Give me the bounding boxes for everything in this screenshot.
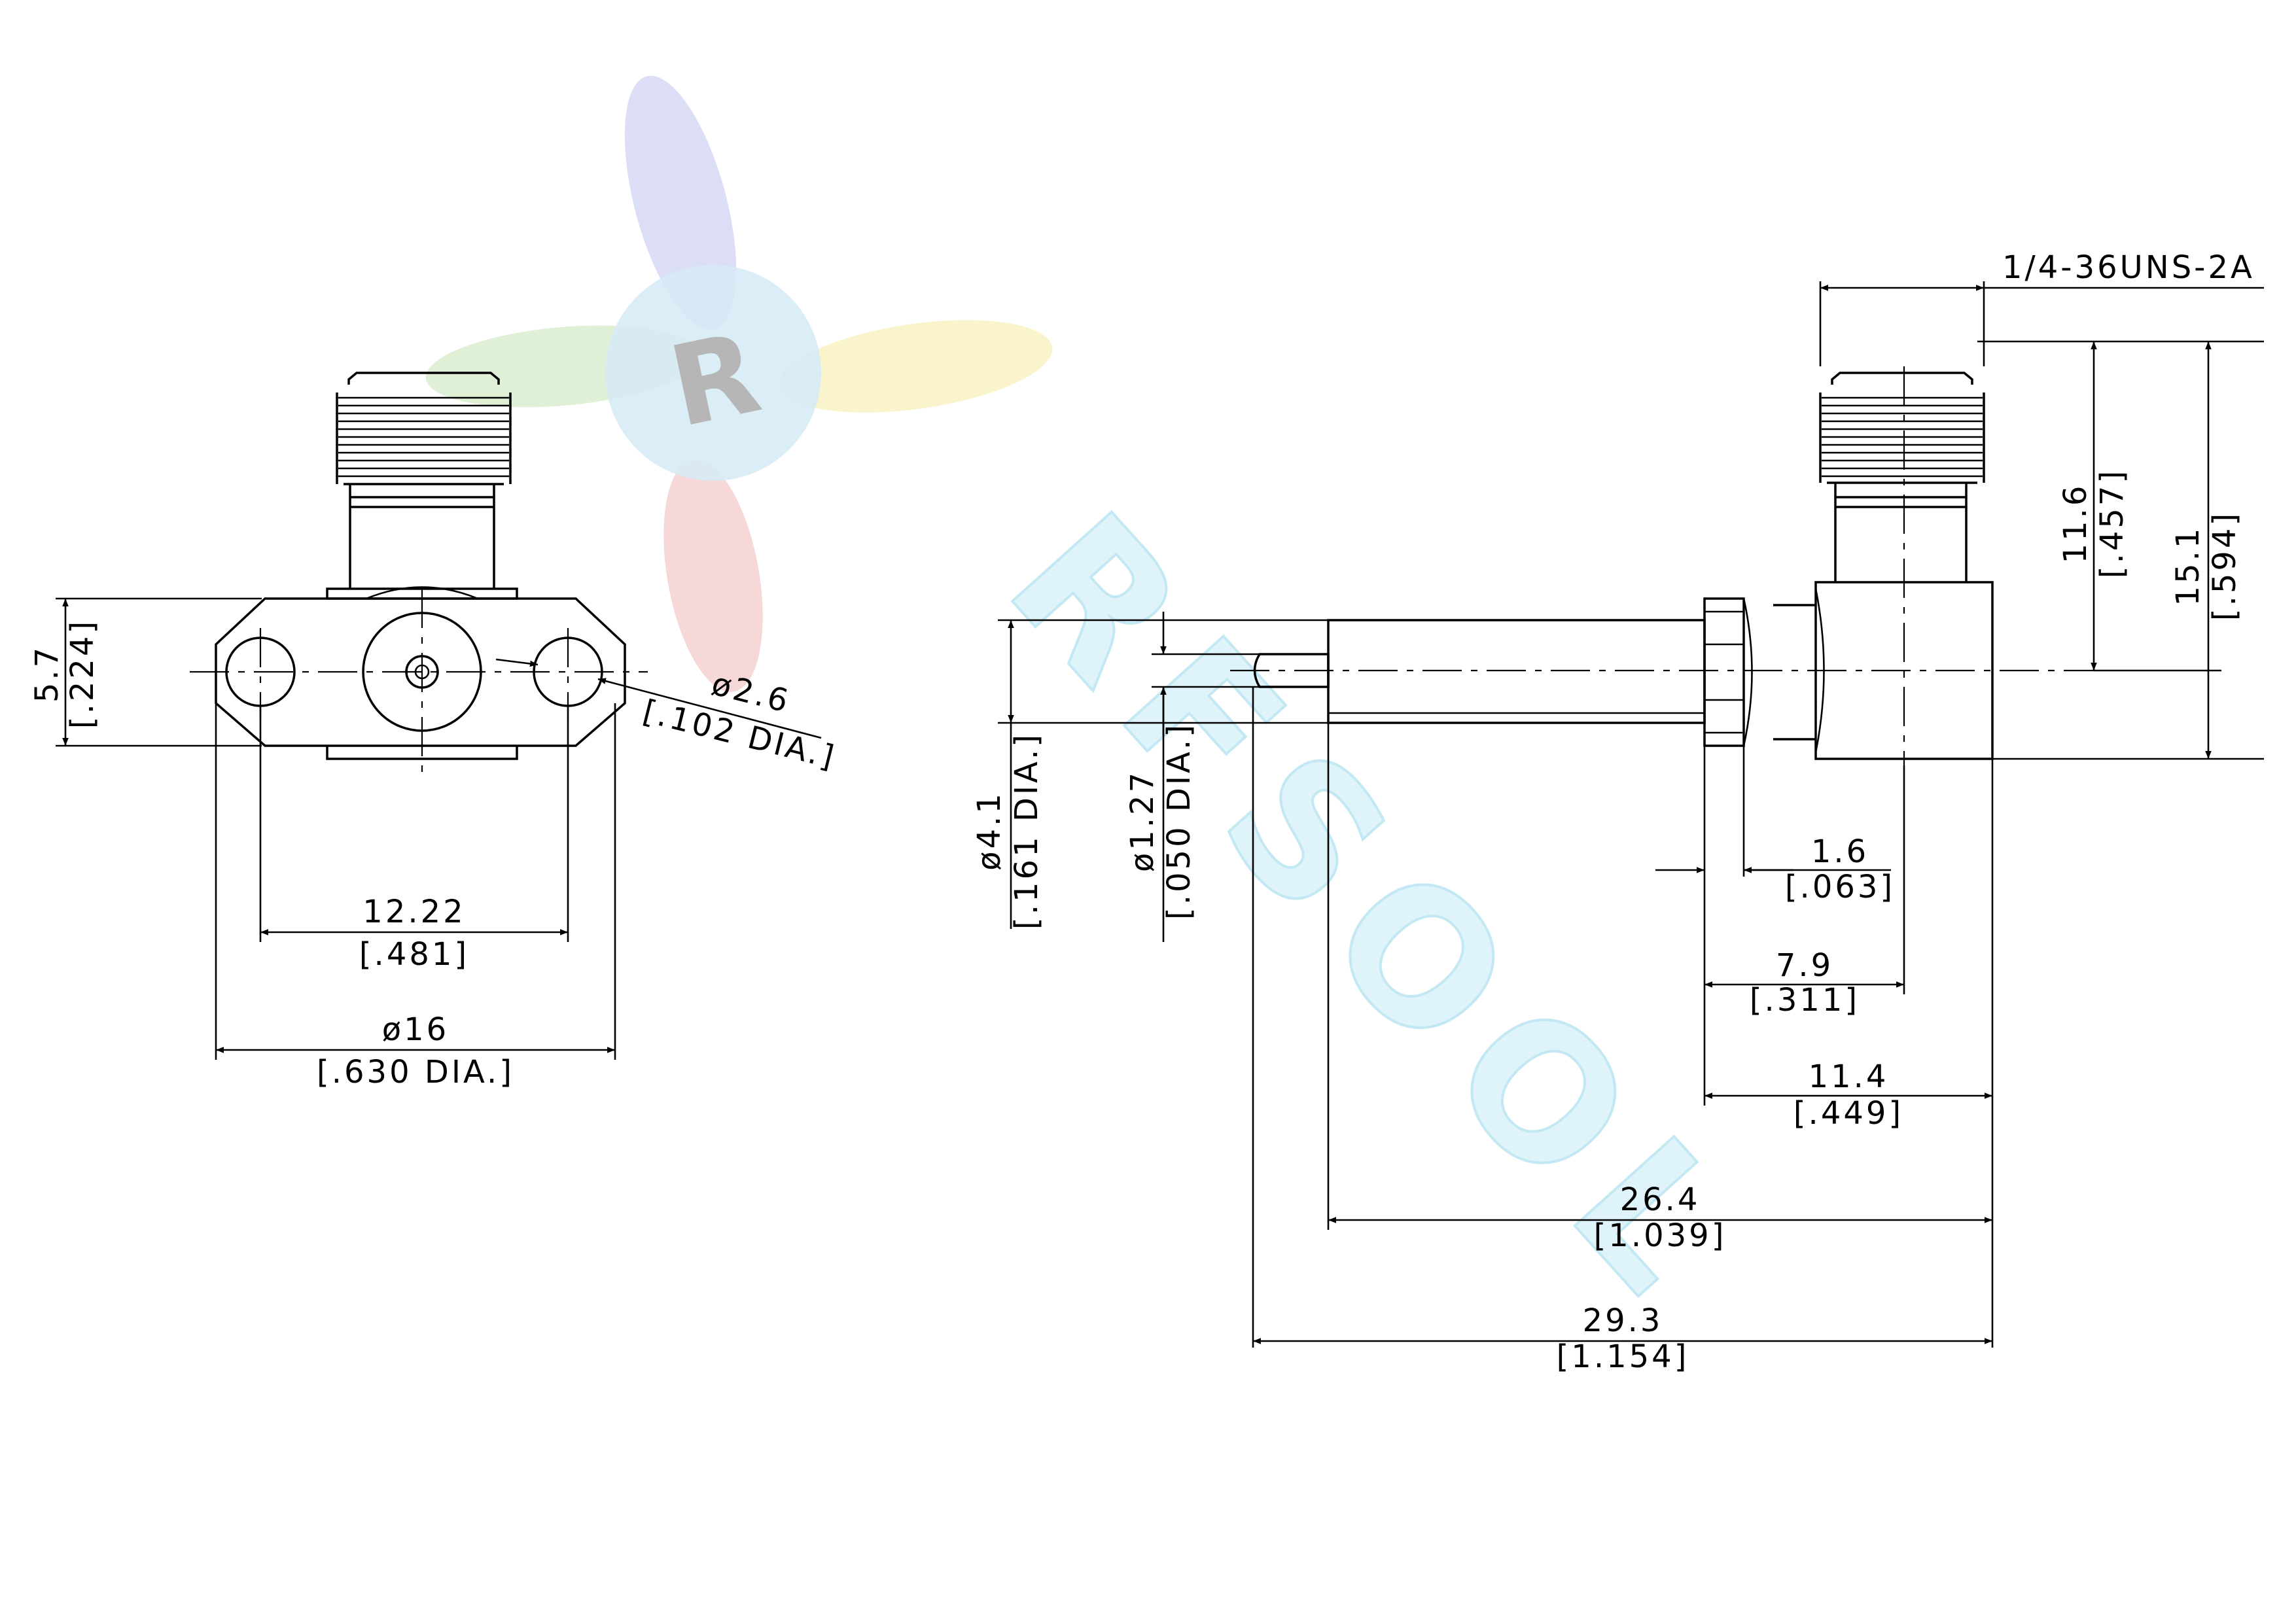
dim-hole-diameter: ø2.6 [.102 DIA.] (495, 658, 840, 777)
label-front-view-flange-height-in: [.224] (64, 619, 101, 729)
label-side-view-overall-length: 29.3 (1583, 1302, 1663, 1339)
logo-watermark: R (425, 75, 1053, 692)
label-side-view-nut-to-axis-in: [.311] (1750, 982, 1860, 1019)
side-view: 1/4-36UNS-2A 11.6 [.457] 15.1 [.594] ø4.… (971, 249, 2264, 1375)
label-side-view-nut-to-end-in: [.449] (1793, 1095, 1903, 1132)
label-side-view-overall-height-in: [.594] (2206, 511, 2243, 621)
label-side-view-nut-to-end: 11.4 (1809, 1058, 1889, 1095)
dim-overall-length: 29.3 [1.154] (1252, 687, 1992, 1375)
label-side-view-pin-diameter: ø1.27 (1124, 770, 1161, 872)
label-front-view-hole-spacing-in: [.481] (359, 936, 469, 973)
body-tube (1327, 619, 1706, 724)
hex-nut (1703, 597, 1753, 747)
label-side-view-nut-width: 1.6 (1811, 833, 1869, 870)
logo-petal-red (663, 459, 763, 692)
dim-body-length: 26.4 [1.039] (1327, 723, 1992, 1254)
label-side-view-nut-width-in: [.063] (1785, 869, 1895, 905)
dim-thread: 1/4-36UNS-2A (1819, 249, 2264, 366)
dim-flange-diameter: ø16 [.630 DIA.] (215, 703, 616, 1091)
dim-nut-to-axis: 7.9 [.311] (1703, 765, 1905, 1106)
label-front-view-hole-spacing: 12.22 (362, 894, 465, 930)
side-thread (1819, 372, 1985, 484)
center-pin (1253, 653, 1330, 688)
logo-petal-yellow (779, 320, 1053, 413)
label-side-view-overall-length-in: [1.154] (1557, 1338, 1689, 1375)
label-side-view-nut-to-axis: 7.9 (1776, 947, 1833, 984)
dim-pin-diameter: ø1.27 [.050 DIA.] (1124, 612, 1260, 942)
dim-overall-height: 15.1 [.594] (1992, 340, 2264, 760)
label-side-view-height-to-axis-in: [.457] (2094, 468, 2130, 578)
dim-height-to-axis: 11.6 [.457] (1977, 340, 2221, 672)
label-side-view-overall-height: 15.1 (2170, 526, 2206, 606)
dim-nut-to-end: 11.4 [.449] (1704, 759, 1994, 1348)
dim-hole-spacing: 12.22 [.481] (259, 707, 569, 973)
flange-outline (215, 597, 626, 747)
dim-flange-height: 5.7 [.224] (29, 597, 262, 747)
thread (336, 372, 512, 485)
label-front-view-flange-diameter: ø16 (382, 1011, 449, 1048)
label-side-view-body-length: 26.4 (1620, 1181, 1701, 1218)
label-front-view-flange-height: 5.7 (29, 645, 65, 703)
label-side-view-body-length-in: [1.039] (1594, 1217, 1727, 1254)
label-side-view-body-diameter: ø4.1 (971, 791, 1008, 871)
watermark: R RFSOOL (425, 75, 1786, 1350)
label-front-view-flange-diameter-in: [.630 DIA.] (317, 1054, 514, 1091)
label-side-view-height-to-axis: 11.6 (2057, 483, 2094, 564)
dim-body-diameter: ø4.1 [.161 DIA.] (971, 619, 1328, 930)
label-side-view-thread-spec: 1/4-36UNS-2A (2002, 249, 2255, 286)
label-side-view-pin-diameter-in: [.050 DIA.] (1161, 722, 1197, 920)
label-side-view-body-diameter-in: [.161 DIA.] (1008, 732, 1045, 930)
logo-circle (605, 265, 821, 481)
dim-nut-width: 1.6 [.063] (1655, 746, 1895, 905)
